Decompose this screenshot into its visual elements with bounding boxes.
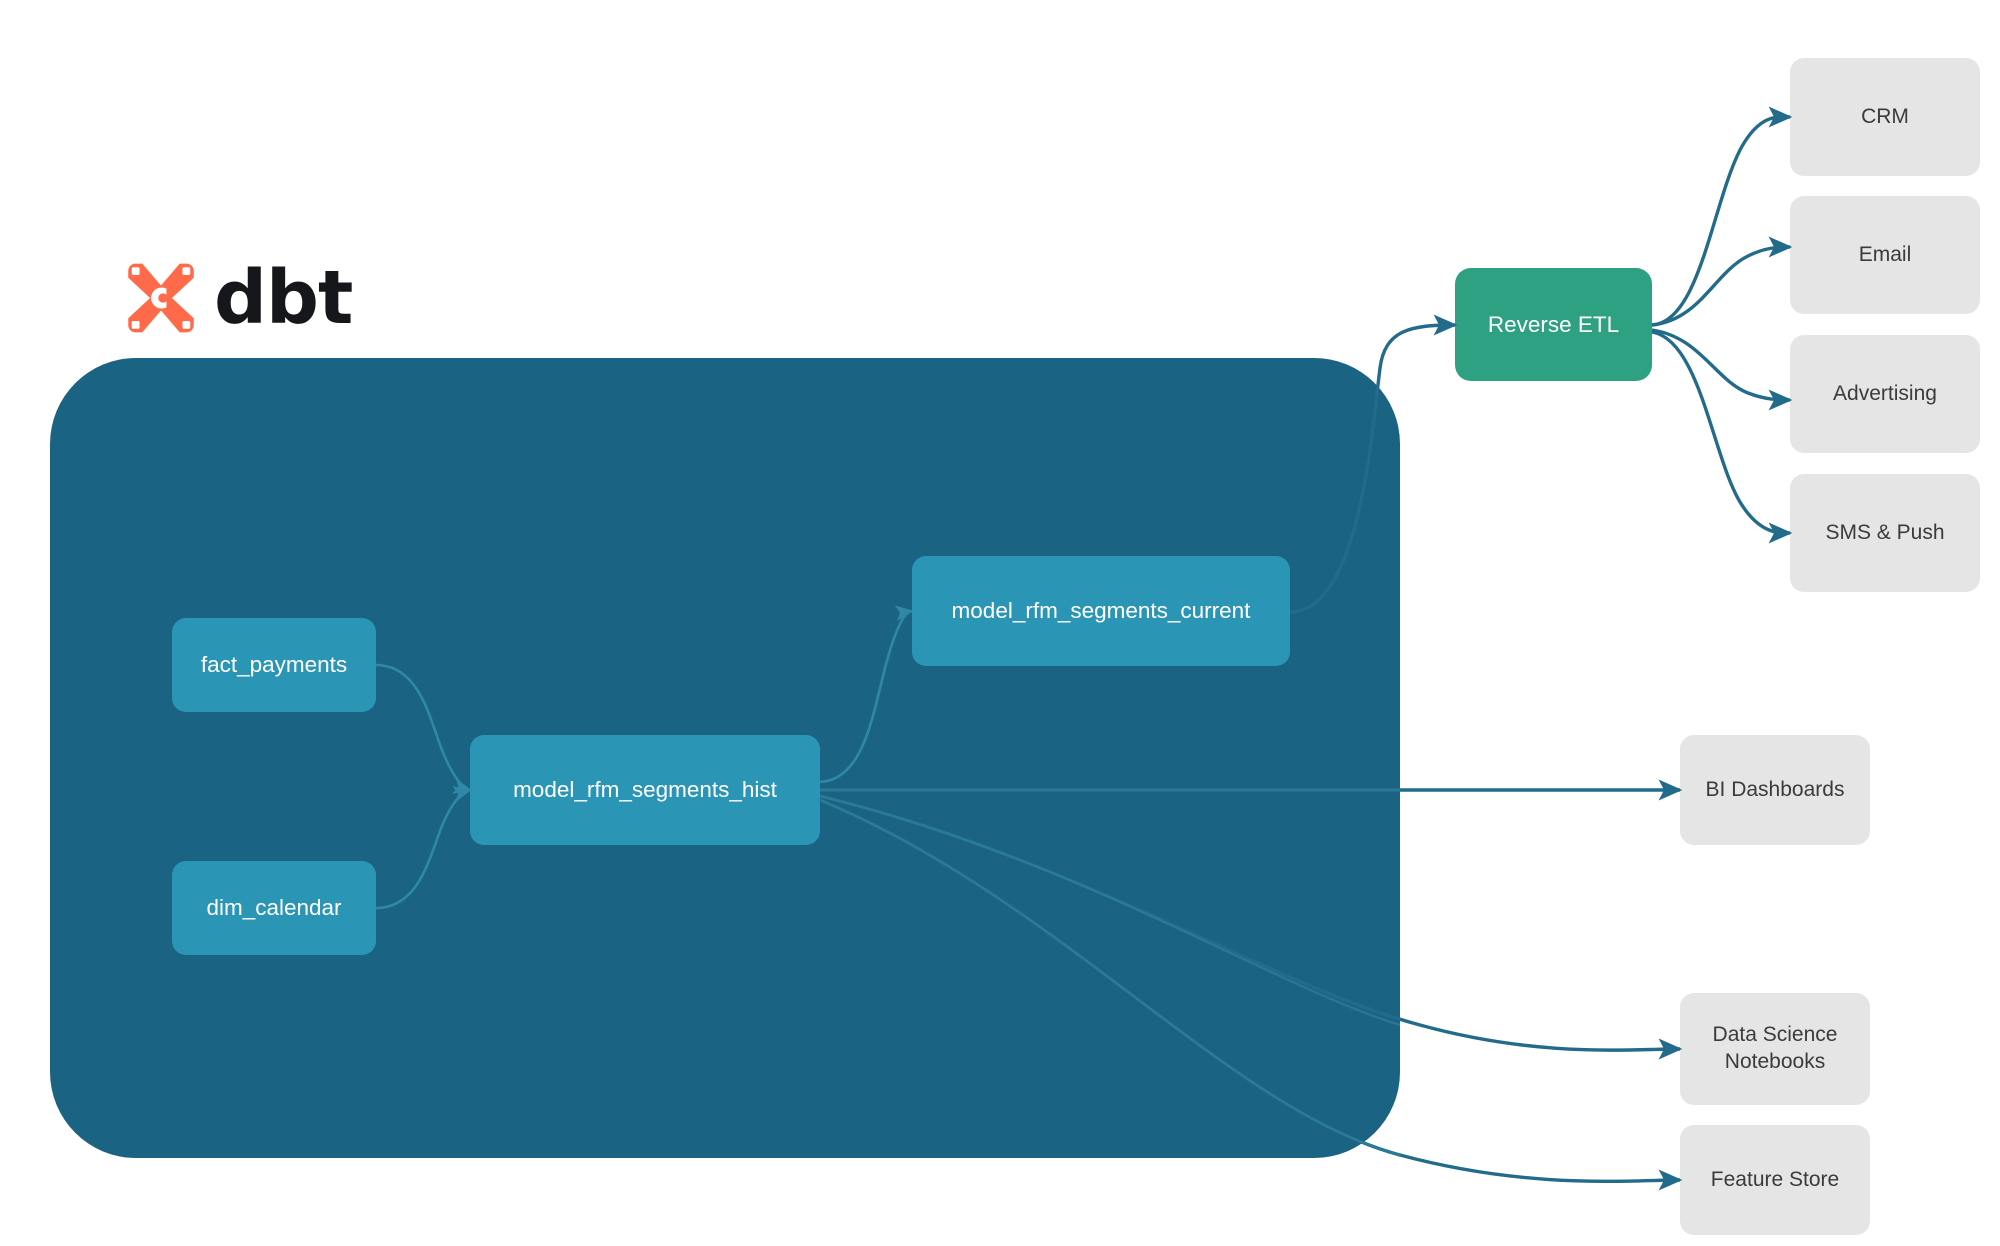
node-label: model_rfm_segments_current <box>951 598 1251 623</box>
dbt-wordmark: dbt <box>214 255 353 341</box>
node-sms-push[interactable]: SMS & Push <box>1790 474 1980 592</box>
node-label: Feature Store <box>1710 1167 1840 1191</box>
node-label: dim_calendar <box>206 895 342 920</box>
edge-reverse-etl-to-advertising <box>1651 328 1793 411</box>
node-label: Data Science Notebooks <box>1713 1022 1838 1076</box>
node-label: Email <box>1858 242 1912 266</box>
node-label: model_rfm_segments_hist <box>513 777 777 802</box>
node-model-rfm-segments-current[interactable]: model_rfm_segments_current <box>912 556 1290 666</box>
node-model-rfm-segments-hist[interactable]: model_rfm_segments_hist <box>470 735 820 845</box>
node-advertising[interactable]: Advertising <box>1790 335 1980 453</box>
node-data-science-notebooks[interactable]: Data Science Notebooks <box>1680 993 1870 1105</box>
node-label: SMS & Push <box>1825 520 1945 544</box>
edge-reverse-etl-to-crm <box>1651 106 1793 327</box>
node-label: CRM <box>1861 104 1909 128</box>
node-crm[interactable]: CRM <box>1790 58 1980 176</box>
node-reverse-etl[interactable]: Reverse ETL <box>1455 268 1652 381</box>
node-label: fact_payments <box>200 652 348 677</box>
edge-reverse-etl-to-email <box>1651 236 1793 327</box>
node-label-line-1: Data Science <box>1712 1023 1838 1047</box>
dbt-x-mark-icon <box>128 263 194 333</box>
node-label: Reverse ETL <box>1487 311 1620 337</box>
node-dim-calendar[interactable]: dim_calendar <box>172 861 376 955</box>
node-label: Advertising <box>1833 381 1937 405</box>
edge-reverse-etl-to-sms-push <box>1651 330 1793 544</box>
node-label-line-2: Notebooks <box>1724 1050 1826 1073</box>
node-email[interactable]: Email <box>1790 196 1980 314</box>
dbt-logo: dbt <box>122 255 353 341</box>
node-feature-store[interactable]: Feature Store <box>1680 1125 1870 1235</box>
node-fact-payments[interactable]: fact_payments <box>172 618 376 712</box>
node-bi-dashboards[interactable]: BI Dashboards <box>1680 735 1870 845</box>
node-label: BI Dashboards <box>1705 777 1845 801</box>
